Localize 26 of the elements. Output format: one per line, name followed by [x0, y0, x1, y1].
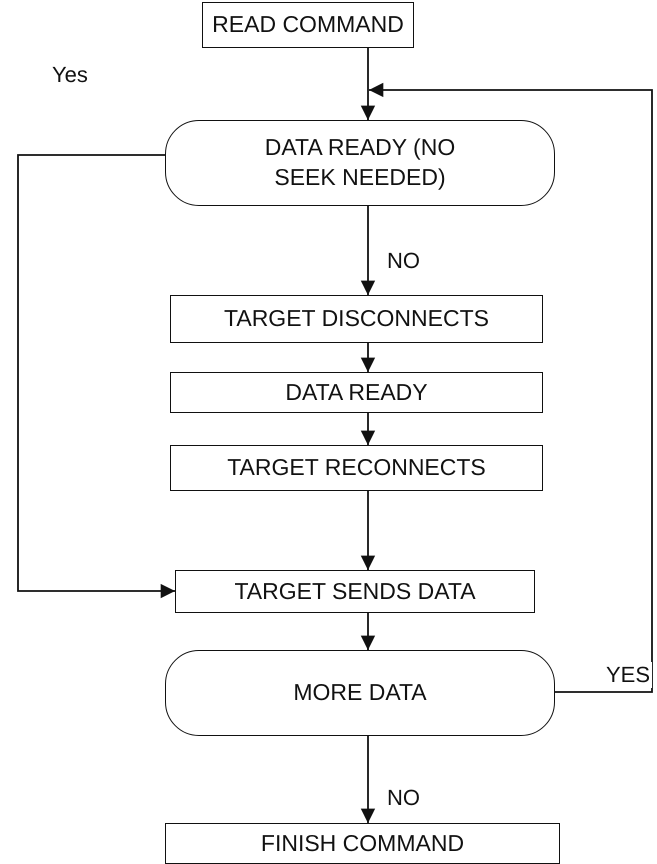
- arrow: [368, 82, 653, 693]
- decision-box: [165, 120, 555, 206]
- box-label: DATA READY (NO SEEK NEEDED): [264, 133, 456, 192]
- process-box: [165, 823, 560, 864]
- process-box: [170, 295, 543, 343]
- edge-label: YES: [604, 662, 652, 688]
- box-label: FINISH COMMAND: [260, 828, 464, 858]
- box-label: READ COMMAND: [212, 10, 404, 40]
- arrow: [360, 613, 376, 650]
- arrow: [360, 413, 376, 446]
- process-box: [175, 570, 535, 613]
- arrow: [360, 491, 376, 570]
- process-box: [170, 372, 543, 413]
- decision-box: [165, 650, 555, 736]
- box-label: TARGET DISCONNECTS: [224, 304, 489, 334]
- process-box: [202, 2, 414, 48]
- arrow: [360, 736, 376, 824]
- box-label: DATA READY: [285, 378, 428, 407]
- box-label: TARGET RECONNECTS: [227, 453, 486, 482]
- arrow: [360, 343, 376, 372]
- box-label: MORE DATA: [293, 678, 427, 708]
- box-label: TARGET SENDS DATA: [234, 576, 476, 606]
- process-box: [170, 445, 543, 491]
- arrow: [17, 154, 176, 598]
- arrow: [360, 48, 376, 120]
- arrow: [360, 206, 376, 296]
